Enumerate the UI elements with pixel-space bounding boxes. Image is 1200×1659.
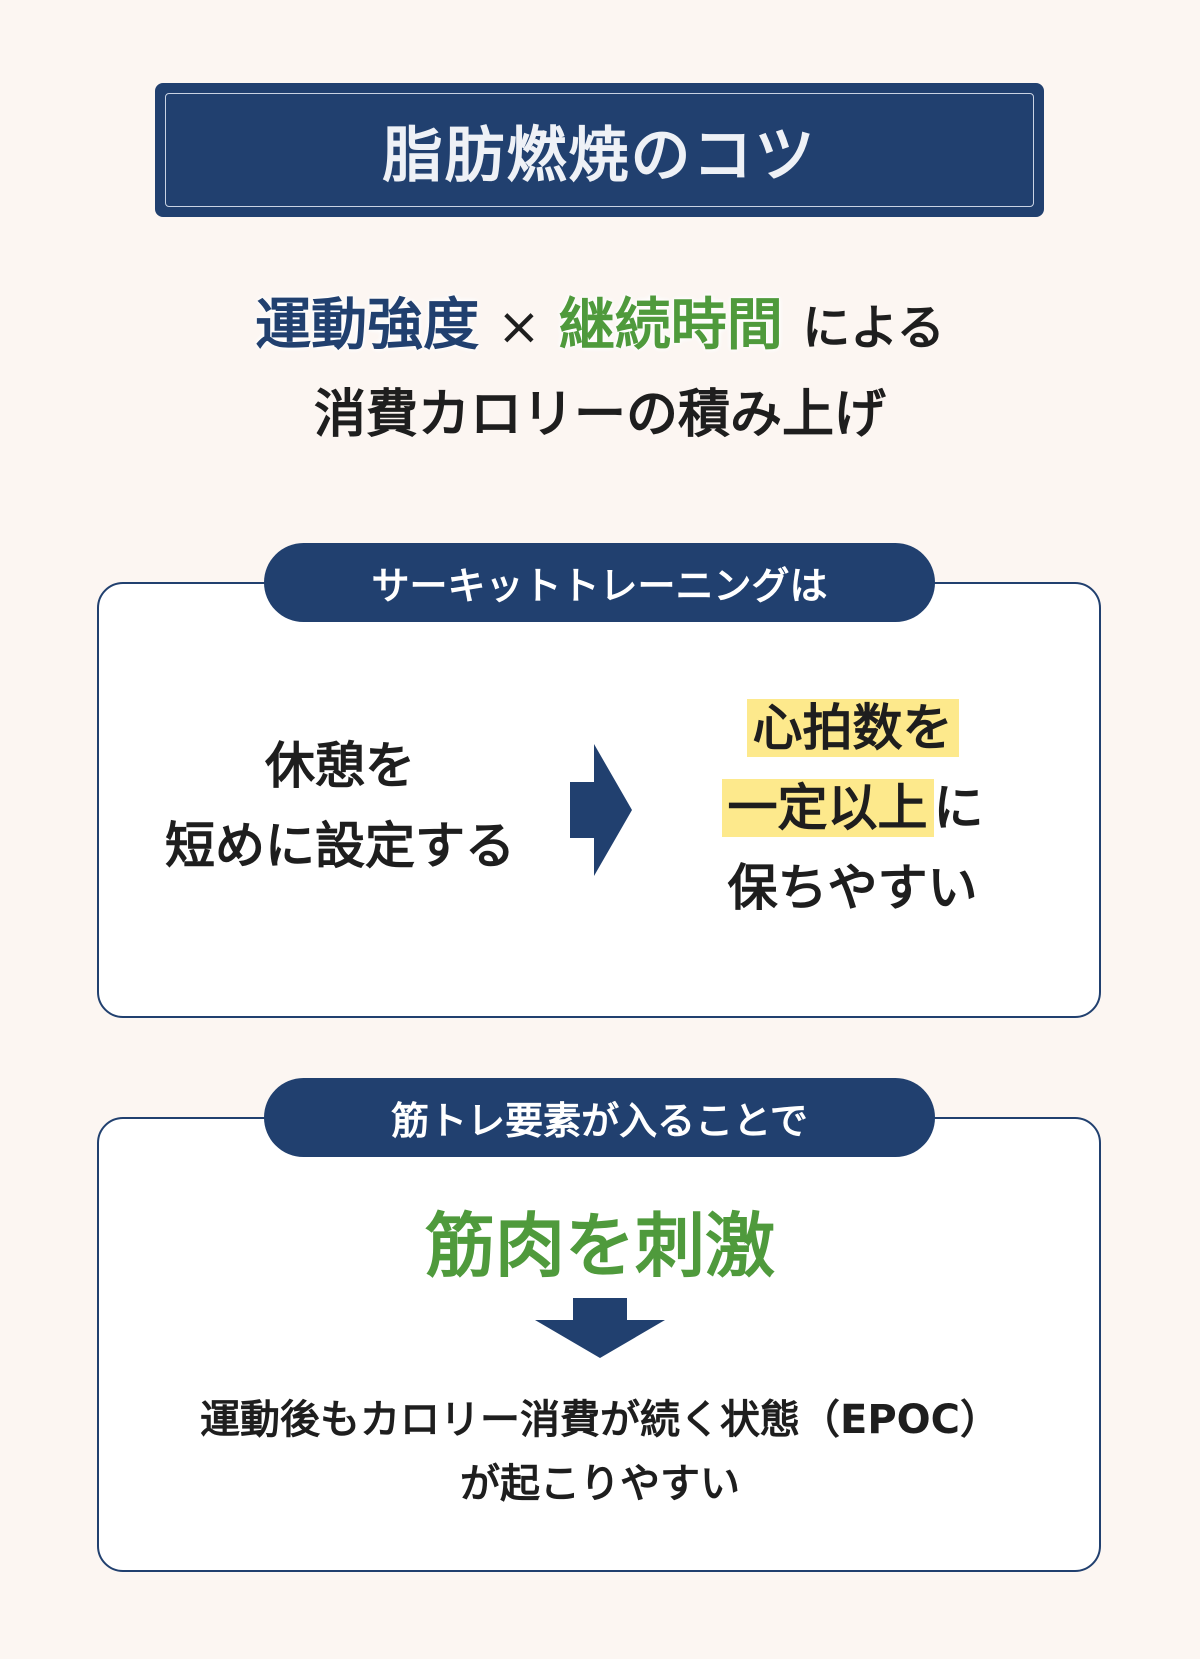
times-symbol: × [497, 297, 541, 357]
headline-line2: 消費カロリーの積み上げ [313, 385, 886, 445]
result-line2: が起こりやすい [460, 1461, 740, 1507]
result-line1: 運動後もカロリー消費が続く状態（EPOC） [200, 1397, 1000, 1443]
duration-text: 継続時間 [558, 293, 783, 358]
right-line2-highlight: 一定以上 [721, 779, 934, 837]
page-title: 脂肪燃焼のコツ [165, 93, 1034, 207]
right-line1: 心拍数を [746, 699, 959, 757]
right-line3: 保ちやすい [727, 859, 978, 917]
down-arrow-icon [535, 1298, 665, 1358]
left-line1: 休憩を [265, 737, 415, 795]
intensity-text: 運動強度 [255, 293, 480, 358]
headline-line1: 運動強度 × 継続時間 による [0, 280, 1200, 361]
title-banner: 脂肪燃焼のコツ [155, 83, 1044, 217]
circuit-training-label: サーキットトレーニングは [264, 543, 935, 622]
muscle-stimulation-text: 筋肉を刺激 [425, 1205, 775, 1287]
strength-element-label: 筋トレ要素が入ることで [264, 1078, 935, 1157]
right-line2-rest: に [933, 779, 984, 837]
left-line2: 短めに設定する [165, 817, 515, 875]
right-arrow-icon [570, 744, 632, 876]
heart-rate-text: 心拍数を 一定以上に 保ちやすい [680, 688, 1025, 928]
rest-short-text: 休憩を 短めに設定する [140, 726, 540, 886]
epoc-text: 運動後もカロリー消費が続く状態（EPOC） が起こりやすい [0, 1388, 1200, 1516]
by-text: による [802, 300, 945, 356]
